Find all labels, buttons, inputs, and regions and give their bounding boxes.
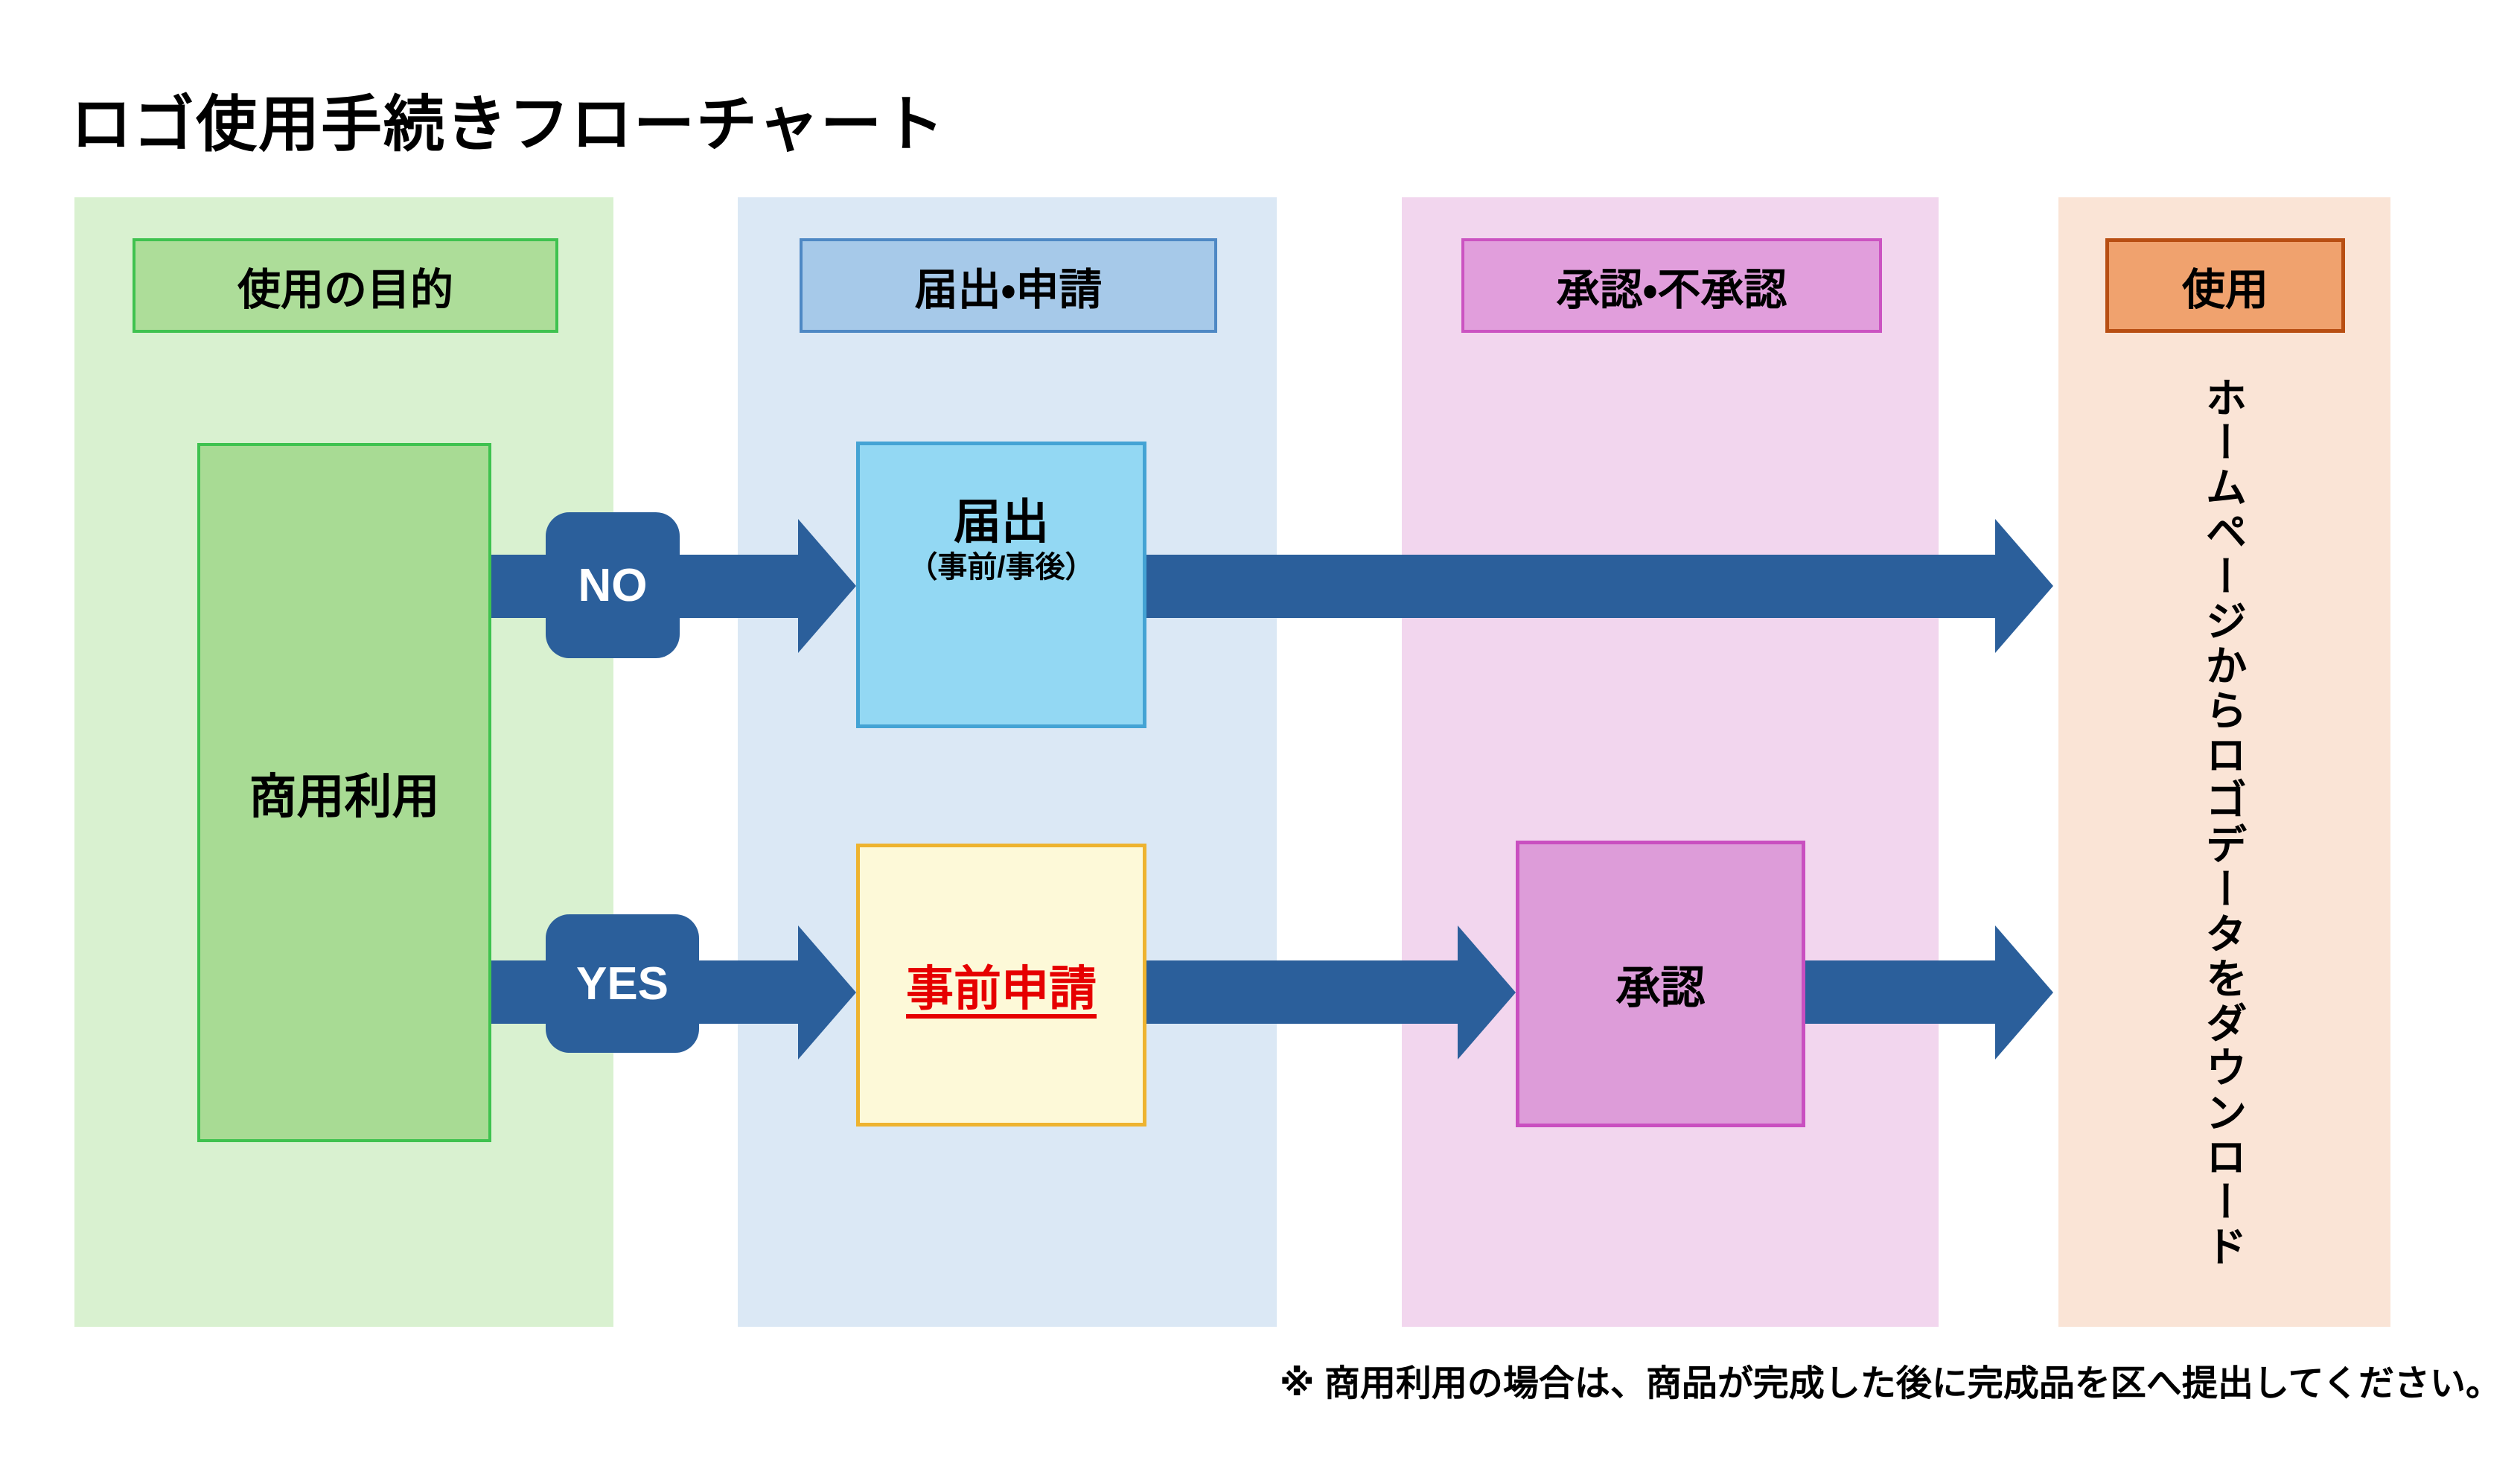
branch-badge-yes: YES bbox=[546, 914, 699, 1053]
page-title: ロゴ使用手続きフローチャート bbox=[71, 91, 946, 159]
arrow-yes-head-1 bbox=[798, 925, 856, 1059]
lane-approval: 承認・不承認 bbox=[1402, 197, 1939, 1327]
lane-header-approval: 承認・不承認 bbox=[1461, 238, 1882, 333]
node-prior-application: 事前申請 bbox=[856, 844, 1146, 1127]
arrow-no-shaft-2 bbox=[1146, 555, 1995, 618]
node-notification-label: 届出 bbox=[954, 494, 1049, 549]
arrow-no-head-2 bbox=[1995, 519, 2053, 653]
node-approval-label: 承認 bbox=[1615, 963, 1706, 1013]
node-notification-sublabel: （事前/事後） bbox=[907, 551, 1095, 584]
arrow-no-head-1 bbox=[798, 519, 856, 653]
lane-use: 使用 bbox=[2058, 197, 2390, 1327]
branch-badge-no: NO bbox=[546, 512, 680, 658]
node-commercial-use-label: 商用利用 bbox=[249, 769, 440, 823]
arrow-yes-head-3 bbox=[1995, 925, 2053, 1059]
lane-header-purpose: 使用の目的 bbox=[133, 238, 558, 333]
node-commercial-use: 商用利用 bbox=[197, 443, 491, 1142]
lane-header-use: 使用 bbox=[2105, 238, 2345, 333]
node-approval: 承認 bbox=[1516, 841, 1805, 1127]
node-prior-application-label: 事前申請 bbox=[906, 962, 1097, 1016]
arrow-yes-shaft-2 bbox=[1146, 960, 1458, 1024]
lane-header-application: 届出・申請 bbox=[800, 238, 1217, 333]
arrow-yes-shaft-3 bbox=[1805, 960, 1995, 1024]
download-vertical-text: ホームページからロゴデータをダウンロード bbox=[2200, 376, 2247, 1269]
lane-application: 届出・申請 bbox=[738, 197, 1277, 1327]
arrow-yes-head-2 bbox=[1458, 925, 1516, 1059]
node-notification: 届出 （事前/事後） bbox=[856, 442, 1146, 728]
footnote: ※ 商用利用の場合は、商品が完成した後に完成品を区へ提出してください。 bbox=[1279, 1364, 2501, 1403]
